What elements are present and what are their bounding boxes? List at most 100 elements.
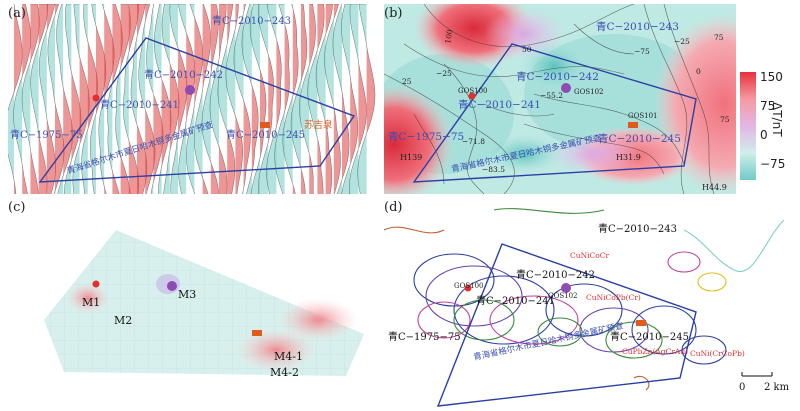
wiggle-positive-fill (243, 4, 251, 194)
wiggle-negative-fill (250, 4, 260, 194)
wiggle-trace (8, 4, 23, 194)
wiggle-positive-fill (284, 4, 290, 194)
wiggle-negative-fill (274, 4, 285, 194)
wiggle-trace (90, 4, 107, 194)
gos100-marker (464, 284, 472, 292)
wiggle-positive-fill (194, 4, 203, 194)
survey-polygon (38, 37, 356, 183)
wiggle-trace (201, 4, 220, 194)
wiggle-trace (217, 4, 236, 194)
panel-c: M1 M2 M3 M4-1 M4-2 (c) (8, 200, 380, 405)
label-cunicocr: CuNiCoCr (570, 251, 610, 260)
panel-b-label: (b) (384, 6, 403, 21)
wiggle-negative-fill (22, 4, 31, 194)
wiggle-positive-fill (251, 4, 259, 194)
contour-m75: −75 (634, 47, 650, 56)
wiggle-negative-fill (282, 4, 293, 194)
label-qc2010-241: 青C−2010−241 (458, 98, 541, 111)
wiggle-trace (123, 4, 140, 194)
gos102-marker (561, 283, 571, 293)
contour-75-b: 75 (720, 115, 730, 124)
wiggle-positive-fill (202, 4, 211, 194)
label-qc2010-242: 青C−2010−242 (144, 68, 223, 81)
wiggle-negative-fill (138, 4, 146, 194)
survey-polygon (412, 43, 697, 183)
contour-100: 100 (443, 28, 454, 44)
wiggle-positive-fill (79, 4, 90, 194)
wiggle-positive-fill (333, 4, 341, 194)
value-552: −55.2 (540, 91, 563, 100)
label-qc2010-243: 青C−2010−243 (598, 222, 677, 235)
wiggle-negative-fill (154, 4, 162, 194)
wiggle-negative-fill (8, 4, 14, 194)
label-qc2010-243: 青C−2010−243 (212, 14, 291, 27)
colorbar-tick-150: 150 (760, 70, 783, 84)
value-718: −71.8 (462, 137, 485, 146)
label-qc2010-241: 青C−2010−241 (476, 294, 555, 307)
wiggle-trace (257, 4, 274, 194)
wiggle-negative-fill (186, 4, 195, 194)
wiggle-negative-fill (90, 4, 96, 194)
wiggle-negative-fill (266, 4, 277, 194)
wiggle-positive-fill (325, 4, 333, 194)
wiggle-positive-fill (14, 4, 23, 194)
label-qc1975-75: 青C−1975−75 (388, 130, 464, 143)
contour-m25-b: −25 (674, 37, 690, 46)
wiggle-negative-fill (194, 4, 203, 194)
label-m4-2: M4-2 (270, 366, 299, 379)
wiggle-trace (249, 4, 267, 194)
wiggle-positive-fill (235, 4, 243, 194)
wiggle-positive-fill (309, 4, 316, 194)
label-m3: M3 (178, 288, 196, 301)
wiggle-positive-fill (276, 4, 282, 194)
wiggle-positive-fill (137, 4, 147, 194)
contour-0: 0 (696, 67, 701, 76)
wiggle-trace (56, 4, 73, 194)
label-gos102: GOS102 (574, 88, 604, 96)
label-h449: H44.9 (702, 183, 727, 192)
wiggle-trace (241, 4, 259, 194)
purple-point-marker (185, 85, 195, 95)
wiggle-negative-fill (56, 4, 64, 194)
wiggle-trace (186, 4, 204, 194)
label-m4-1: M4-1 (274, 350, 303, 363)
label-cupbzn: CuPbZn(AgCrAu) (622, 347, 688, 356)
wiggle-trace (178, 4, 196, 194)
wiggle-trace (30, 4, 49, 194)
wiggle-negative-fill (178, 4, 187, 194)
wiggle-trace (274, 4, 290, 194)
label-qc1975-75: 青C−1975−75 (388, 330, 461, 343)
wiggle-negative-fill (39, 4, 47, 194)
wiggle-positive-fill (301, 4, 307, 194)
label-gos100: GOS100 (458, 87, 488, 95)
wiggle-negative-fill (299, 4, 310, 194)
wiggle-trace (357, 4, 376, 194)
wiggle-negative-fill (307, 4, 318, 194)
wiggle-positive-fill (260, 4, 266, 194)
label-qc2010-241: 青C−2010−241 (100, 98, 179, 111)
wiggle-positive-fill (219, 4, 228, 194)
wiggle-negative-fill (332, 4, 342, 194)
wiggle-positive-fill (358, 4, 367, 194)
wiggle-positive-fill (186, 4, 195, 194)
contour-75: 75 (714, 33, 724, 42)
wiggle-negative-fill (123, 4, 129, 194)
wiggle-trace (153, 4, 172, 194)
colorbar-tick-m75: −75 (760, 157, 786, 171)
orange-square-marker (636, 320, 646, 326)
wiggle-positive-fill (120, 4, 131, 194)
wiggle-positive-fill (30, 4, 40, 194)
wiggle-negative-fill (225, 4, 236, 194)
wiggle-negative-fill (13, 4, 23, 194)
wiggle-negative-fill (357, 4, 367, 194)
value-835: −83.5 (482, 165, 505, 174)
wiggle-negative-fill (81, 4, 88, 194)
wiggle-negative-fill (64, 4, 72, 194)
wiggle-positive-fill (268, 4, 274, 194)
wiggle-positive-fill (227, 4, 235, 194)
colorbar-unit: ΔT/nT (770, 102, 784, 137)
wiggle-negative-fill (146, 4, 154, 194)
wiggle-negative-fill (107, 4, 113, 194)
scale-zero: 0 (739, 382, 745, 393)
colorbar-tick-75: 75 (760, 99, 776, 113)
